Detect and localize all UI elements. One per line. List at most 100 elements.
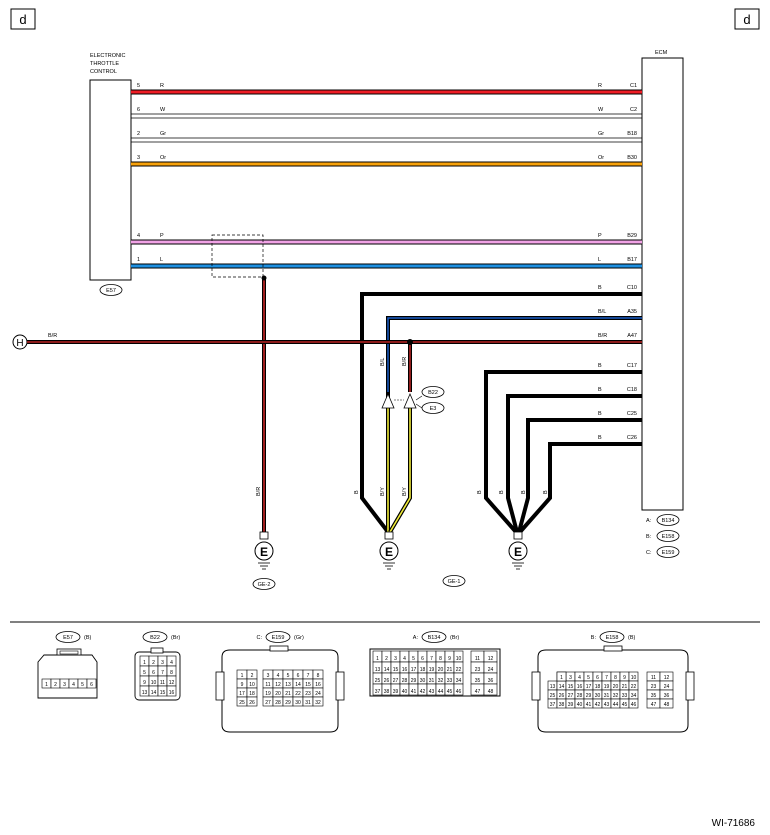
pin-number: 11 xyxy=(265,682,270,688)
pin-number: 16 xyxy=(402,667,408,673)
pin-number: 18 xyxy=(595,684,601,690)
pin-number: 42 xyxy=(420,689,426,695)
ecm-pin-label: C1 xyxy=(630,83,637,89)
svg-text:A:: A: xyxy=(646,518,652,524)
pin-number: 22 xyxy=(295,691,301,697)
pin-number: 48 xyxy=(488,689,494,695)
pin-number: 23 xyxy=(475,667,481,673)
ground-wire-c17 xyxy=(484,370,642,534)
pin-number: 30 xyxy=(420,678,426,684)
ecm-box xyxy=(641,57,684,511)
pin-number: 7 xyxy=(430,656,433,662)
ground-wire-ecm-pin: C26 xyxy=(627,435,637,441)
ground-wire-color-label: B xyxy=(598,285,602,291)
label-by-1: B/Y xyxy=(380,487,386,496)
ecm-pin-label: B30 xyxy=(627,155,637,161)
wire-color-label-ecm: P xyxy=(598,233,602,239)
pin-number: 41 xyxy=(586,702,592,708)
pin-number: 9 xyxy=(143,680,146,686)
pin-number: 2 xyxy=(385,656,388,662)
pin-number: 32 xyxy=(613,693,619,699)
pin-number: 46 xyxy=(456,689,462,695)
ground-wire-ecm-pin: C18 xyxy=(627,387,637,393)
pin-number: 16 xyxy=(169,690,175,696)
ground-wire-ecm-pin: C17 xyxy=(627,363,637,369)
pin-number: 6 xyxy=(596,675,599,681)
pin-number: 6 xyxy=(90,682,93,688)
pin-number: 12 xyxy=(664,675,670,681)
pin-number: 5 xyxy=(287,673,290,679)
pin-number: 14 xyxy=(151,690,157,696)
pin-number: 37 xyxy=(550,702,556,708)
etc-pin-label: 6 xyxy=(137,107,140,113)
connector-e57-tag: E57(B) xyxy=(55,631,92,643)
pin-number: 24 xyxy=(315,691,321,697)
svg-text:H: H xyxy=(16,338,23,349)
pin-number: 46 xyxy=(631,702,637,708)
pin-number: 22 xyxy=(456,667,462,673)
pin-number: 9 xyxy=(448,656,451,662)
pin-number: 4 xyxy=(277,673,280,679)
pin-number: 21 xyxy=(447,667,453,673)
etc-box xyxy=(89,79,132,281)
pin-number: 34 xyxy=(456,678,462,684)
wire-color-label: Or xyxy=(160,155,166,161)
label-b-c25: B xyxy=(521,490,527,494)
pin-number: 10 xyxy=(456,656,462,662)
svg-text:E57: E57 xyxy=(106,288,116,294)
wire-color-label-ecm: W xyxy=(598,107,604,113)
ground-symbol-ge2: E xyxy=(254,531,274,570)
label-b-c10: B xyxy=(354,490,360,494)
pin-number: 38 xyxy=(384,689,390,695)
pin-number: 3 xyxy=(394,656,397,662)
pin-number: 14 xyxy=(295,682,301,688)
ground-wire-a47 xyxy=(27,339,642,392)
shield-outline xyxy=(211,234,264,278)
pin-number: 27 xyxy=(265,700,271,706)
svg-text:E: E xyxy=(514,545,522,559)
pin-number: 5 xyxy=(587,675,590,681)
label-by-2: B/Y xyxy=(402,487,408,496)
pin-number: 3 xyxy=(267,673,270,679)
ground-symbol-ge1-a: E xyxy=(379,531,399,570)
pin-number: 36 xyxy=(664,693,670,699)
pin-number: 3 xyxy=(63,682,66,688)
pin-number: 12 xyxy=(169,680,175,686)
pin-number: 20 xyxy=(275,691,281,697)
svg-text:B22: B22 xyxy=(150,635,160,641)
pin-number: 31 xyxy=(305,700,311,706)
ground-tag-ge2: GE-2 xyxy=(252,578,276,590)
wire-color-label: R xyxy=(160,83,164,89)
pin-number: 24 xyxy=(488,667,494,673)
pin-number: 35 xyxy=(651,693,657,699)
pin-number: 16 xyxy=(315,682,321,688)
svg-text:C:: C: xyxy=(646,550,652,556)
pin-number: 40 xyxy=(402,689,408,695)
etc-pin-label: 1 xyxy=(137,257,140,263)
pin-number: 15 xyxy=(393,667,399,673)
ecm-title: ECM xyxy=(655,50,668,56)
svg-text:B22: B22 xyxy=(428,390,438,396)
pin-number: 7 xyxy=(605,675,608,681)
pin-number: 7 xyxy=(307,673,310,679)
pin-number: 38 xyxy=(559,702,565,708)
pin-number: 12 xyxy=(275,682,281,688)
pin-number: 28 xyxy=(275,700,281,706)
svg-text:(Br): (Br) xyxy=(450,635,459,641)
pin-number: 9 xyxy=(623,675,626,681)
pin-number: 6 xyxy=(421,656,424,662)
connector-e159-tag: C:E159(Gr) xyxy=(257,631,304,643)
pin-number: 26 xyxy=(559,693,565,699)
wire-by-2 xyxy=(388,406,412,534)
pin-number: 13 xyxy=(285,682,291,688)
ground-wire-color-label: B xyxy=(598,387,602,393)
pin-number: 28 xyxy=(577,693,583,699)
pin-number: 7 xyxy=(161,670,164,676)
pin-number: 40 xyxy=(577,702,583,708)
pin-number: 26 xyxy=(384,678,390,684)
ecm-pin-label: B17 xyxy=(627,257,637,263)
svg-text:E159: E159 xyxy=(662,550,675,556)
